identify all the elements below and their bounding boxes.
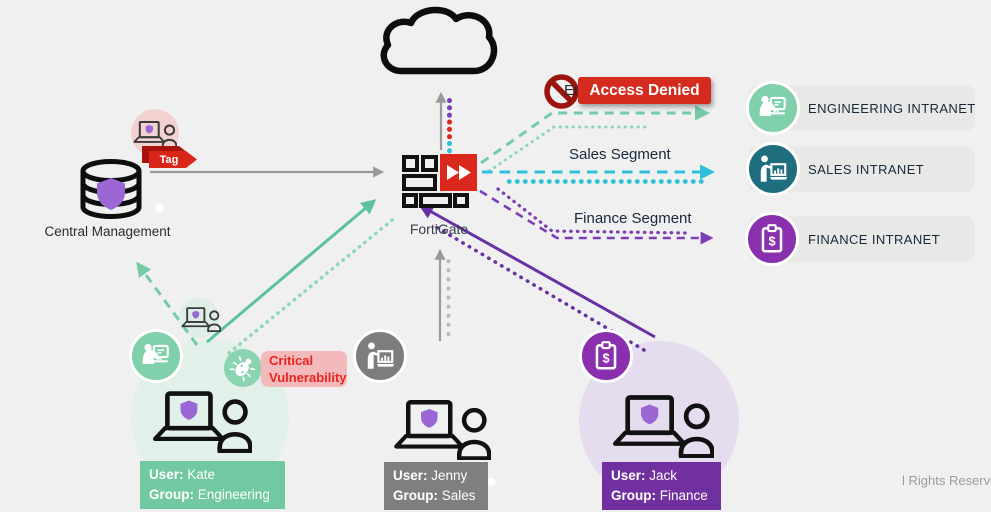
user-name: Jenny [431,468,468,483]
fortigate-label: FortiGate [409,221,469,237]
finance-segment-dashed-arrow [479,189,714,245]
user-prefix: User: [611,468,646,483]
engineer-at-computer-icon [746,81,800,135]
jenny-user-card: User: Jenny Group: Sales [384,462,488,510]
footer-text: l Rights Reserved [902,473,991,488]
user-name: Jack [649,468,678,483]
kate-engineer-icon [129,329,183,383]
central-management-icon [80,159,142,219]
sales-intranet-label: SALES INTRANET [808,161,925,177]
white-dot [486,477,496,487]
jenny-device-icon [396,402,489,458]
access-denied-badge: Access Denied [578,77,711,104]
jenny-presenter-icon [353,329,407,383]
sales-segment-label: Sales Segment [569,146,671,163]
vulnerability-badge: Critical Vulnerability [261,351,347,387]
vulnerability-line2: Vulnerability [269,370,347,385]
shield-icon [97,178,125,210]
white-dot [155,203,164,213]
user-name: Kate [187,467,216,482]
finance-intranet-label: FINANCE INTRANET [808,231,941,247]
jack-user-card: User: Jack Group: Finance [602,462,721,510]
engineering-segment-dots [487,125,648,173]
group-prefix: Group: [611,488,656,503]
cloud-icon [380,6,498,75]
jack-to-fortigate-arrow [418,204,656,339]
kate-device-icon [155,394,250,452]
jack-clipboard-icon [579,329,633,383]
vulnerability-line1: Critical [269,353,314,368]
kate-session-laptop-icon [181,307,221,332]
group-prefix: Group: [149,487,194,502]
finance-clipboard-icon [745,212,799,266]
kate-traffic-dots [227,215,398,355]
prohibition-icon [544,74,579,109]
group-name: Sales [441,488,476,503]
group-name: Finance [659,488,708,503]
group-name: Engineering [197,487,270,502]
kate-to-fortigate-arrow [206,199,377,344]
kate-to-cm-dashed-arrow [136,261,199,346]
group-prefix: Group: [393,488,438,503]
central-management-label: Central Management [44,224,171,239]
user-prefix: User: [393,468,428,483]
admin-laptop-icon [133,121,177,148]
finance-segment-label: Finance Segment [574,210,692,227]
engineering-segment-dashed-arrow [480,105,710,165]
kate-user-card: User: Kate Group: Engineering [140,461,285,509]
finance-segment-dots [496,187,689,235]
bug-icon [224,349,262,387]
engineering-intranet-label: ENGINEERING INTRANET [808,100,976,116]
jack-device-icon [615,397,712,456]
sales-presenter-icon [746,142,800,196]
tag-badge-label: Tag [159,153,179,166]
fortigate-icon [402,154,477,208]
access-denied-label: Access Denied [589,81,700,99]
tag-badge: Tag [149,151,197,168]
user-prefix: User: [149,467,184,482]
